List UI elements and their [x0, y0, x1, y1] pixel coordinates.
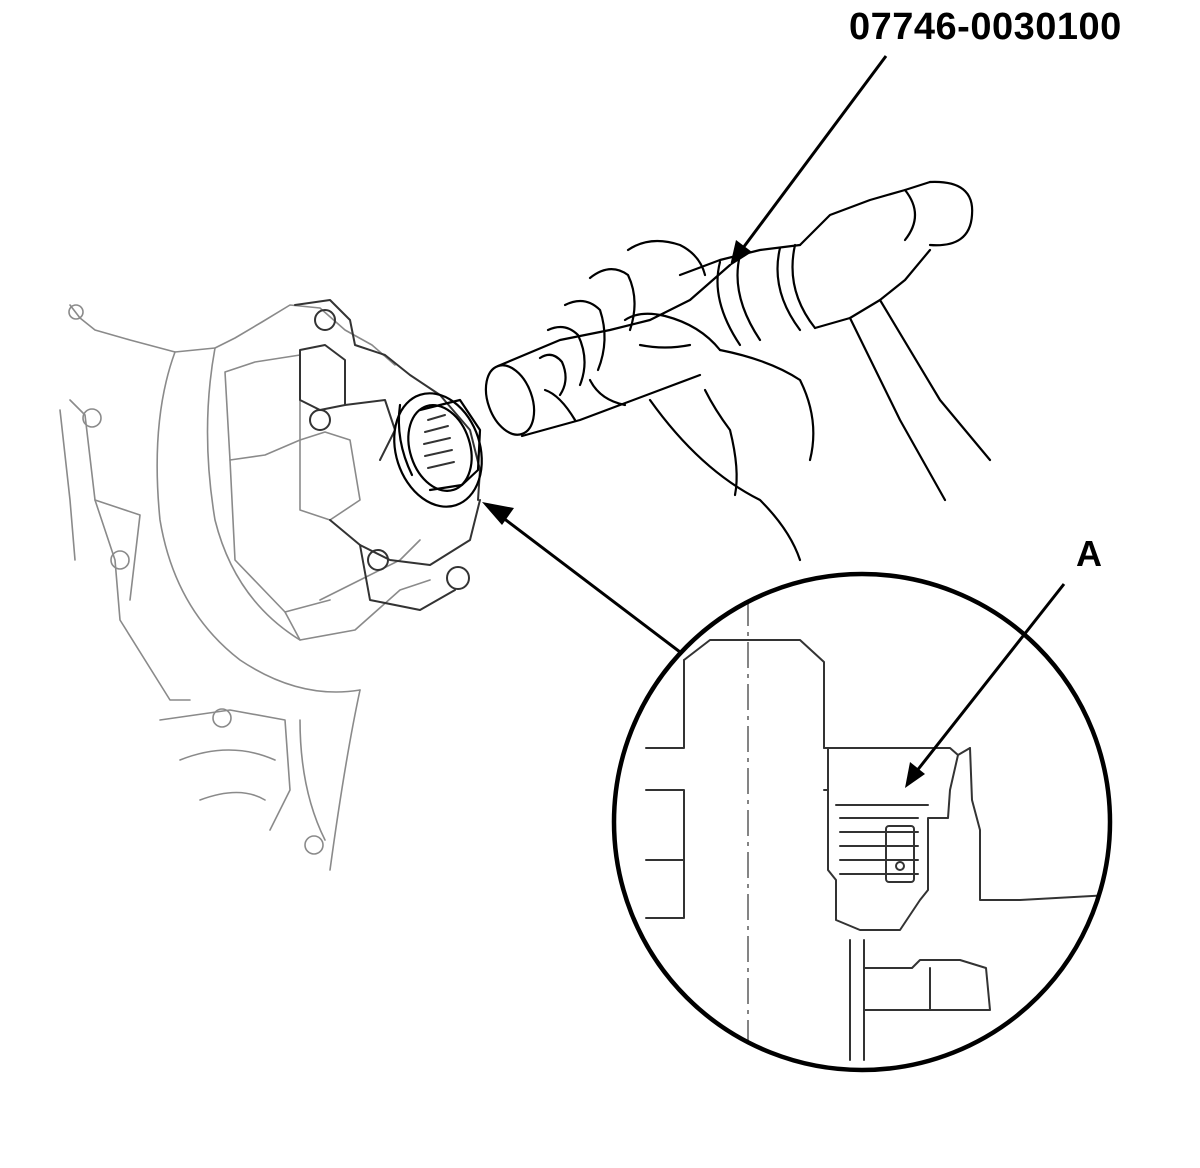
- transmission-case: [59, 304, 431, 871]
- detail-view-circle: [611, 571, 1113, 1073]
- tool-part-number-label: 07746-0030100: [849, 6, 1122, 48]
- detail-a-leader: [905, 583, 1066, 788]
- hammer: [798, 180, 992, 502]
- detail-a-label: A: [1076, 533, 1102, 574]
- extension-housing: [294, 299, 481, 611]
- seal-driver-tool: [484, 243, 817, 438]
- detail-cross-section: [645, 600, 1110, 1070]
- output-shaft: [393, 392, 483, 508]
- detail-pointer-arrow: [482, 502, 681, 654]
- tool-leader: [730, 55, 888, 266]
- hand: [538, 239, 815, 562]
